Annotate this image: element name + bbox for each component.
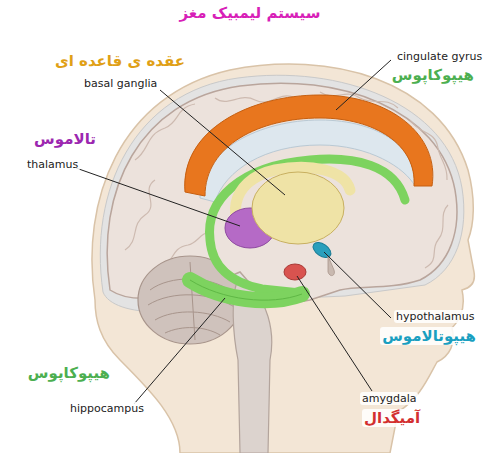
- persian-label: عقده ی قاعده ای: [53, 52, 187, 70]
- hippocampus: [190, 280, 302, 300]
- persian-label: آمیگدال: [362, 409, 422, 427]
- persian-label: تالاموس: [32, 130, 98, 148]
- amygdala: [284, 264, 306, 280]
- part-label: cingulate gyrus: [395, 50, 484, 63]
- part-label: thalamus: [25, 158, 80, 171]
- hippocampus-edge: [190, 280, 302, 300]
- persian-label: هیپوکاپوس: [26, 364, 112, 382]
- head-outline: [92, 64, 474, 453]
- part-label: hypothalamus: [394, 310, 476, 323]
- part-label: hippocampus: [68, 402, 146, 415]
- part-label: basal ganglia: [82, 77, 159, 90]
- part-label: amygdala: [360, 392, 418, 405]
- diagram-title: سیستم لیمبیک مغز: [180, 4, 321, 22]
- leader-lines: [76, 60, 391, 404]
- persian-label: هیپوتالاموس: [380, 327, 478, 345]
- basal-ganglia: [252, 172, 344, 244]
- persian-label: هیپوکاپوس: [390, 66, 476, 84]
